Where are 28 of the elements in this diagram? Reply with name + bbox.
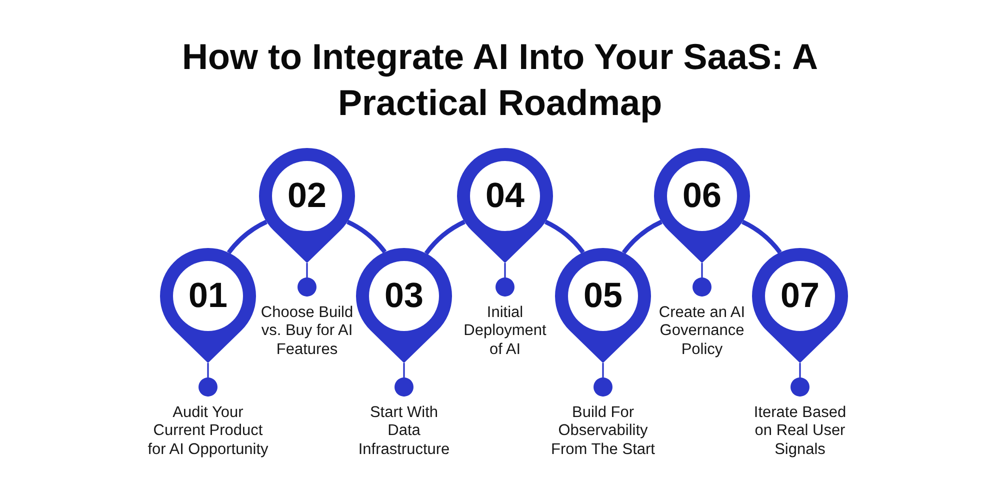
map-pin	[356, 248, 452, 363]
step-number: 07	[780, 278, 820, 314]
step-description: Audit Your Current Product for AI Opportunity	[146, 396, 270, 459]
step-description: Create an AI Governance Policy	[650, 296, 754, 359]
step-description: Start With Data Infrastructure	[355, 396, 453, 459]
map-pin	[752, 248, 848, 363]
connector-arc	[544, 220, 585, 254]
step-number: 06	[682, 178, 722, 214]
step-number: 04	[484, 178, 526, 214]
step-description: Build For Observability From The Start	[546, 396, 660, 459]
step-description: Initial Deployment of AI	[459, 296, 551, 359]
step-number: 02	[286, 178, 328, 214]
step-number: 01	[188, 278, 228, 314]
step-number: 03	[384, 278, 424, 314]
step-number: 05	[582, 278, 624, 314]
title: How to Integrate AI Into Your SaaS: A Practical Roadmap	[180, 35, 820, 125]
connector-arc	[424, 220, 466, 255]
map-pin	[160, 248, 256, 363]
connector-arc	[226, 220, 268, 254]
connector-arc	[622, 220, 663, 254]
map-pin	[259, 148, 355, 263]
step-description: Iterate Based on Real User Signals	[748, 396, 852, 459]
connector-arc	[741, 220, 782, 254]
connector-arc	[346, 220, 387, 254]
step-description: Choose Build vs. Buy for AI Features	[256, 296, 358, 359]
map-pin	[654, 148, 750, 263]
map-pin	[555, 248, 651, 363]
map-pin	[457, 148, 553, 263]
